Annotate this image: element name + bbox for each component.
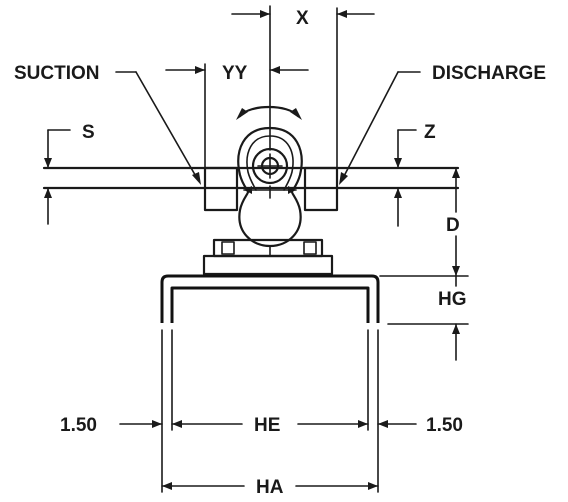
label-x: X — [296, 8, 309, 29]
dimension-z — [394, 129, 417, 227]
label-suction: SUCTION — [14, 63, 100, 84]
label-discharge: DISCHARGE — [432, 63, 546, 84]
dimension-yy — [165, 63, 309, 169]
dimension-d — [379, 167, 469, 277]
label-right-offset: 1.50 — [426, 415, 463, 436]
dimension-x — [231, 5, 375, 169]
label-s: S — [82, 122, 95, 143]
label-he: HE — [254, 415, 280, 436]
baseplate — [160, 274, 380, 323]
dimension-he — [171, 420, 369, 428]
label-d: D — [446, 215, 460, 236]
pump-pedestal — [202, 238, 334, 276]
discharge-leader — [339, 71, 421, 185]
dimension-ha — [161, 482, 379, 490]
dimension-s — [44, 129, 71, 225]
label-ha: HA — [256, 477, 284, 498]
suction-leader — [115, 71, 201, 185]
dimension-left-offset — [119, 420, 163, 428]
label-z: Z — [424, 122, 436, 143]
dimension-right-offset — [377, 420, 417, 428]
label-yy: YY — [222, 63, 248, 84]
extension-lines — [161, 329, 379, 493]
rotation-arrow-icon — [236, 106, 302, 120]
label-left-offset: 1.50 — [60, 415, 97, 436]
label-hg: HG — [438, 289, 467, 310]
pipe — [42, 166, 460, 190]
dimension-hg — [387, 275, 469, 361]
